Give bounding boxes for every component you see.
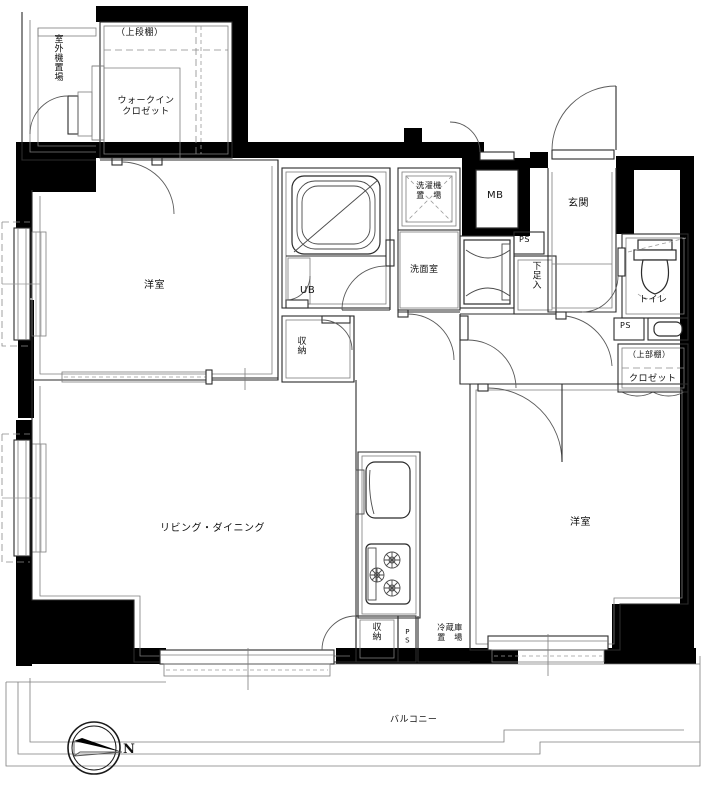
label-pipe-shaft-lower: PS	[620, 321, 631, 330]
label-refrigerator-space: 冷蔵庫置 場	[437, 623, 463, 642]
storage-kitchen	[321, 615, 417, 663]
hall-doors	[459, 313, 520, 389]
pipe-shaft-upper	[513, 231, 545, 255]
corridor	[277, 160, 391, 382]
label-balcony: バルコニー	[390, 715, 438, 725]
label-outdoor-unit: 室外機置場	[52, 34, 63, 82]
label-unit-bath: UB	[300, 285, 316, 296]
walk-in-closet	[91, 21, 233, 215]
label-walk-in-closet: ウォークインクロゼット	[117, 96, 175, 118]
stove-burners	[369, 551, 401, 597]
label-entrance: 玄関	[568, 198, 589, 209]
label-living-dining: リビング・ダイニング	[160, 523, 265, 534]
label-storage-kitchen: 収納	[370, 622, 381, 641]
label-washroom: 洗面室	[410, 265, 439, 275]
window-bedroom-right	[487, 634, 609, 676]
label-storage-upper: 収納	[295, 336, 306, 355]
label-closet-right: クロゼット	[629, 374, 677, 384]
compass-label-north: N	[123, 742, 136, 757]
meter-box	[449, 121, 519, 229]
window-living	[159, 648, 335, 690]
bedroom-left	[1, 159, 279, 563]
label-meter-box: MB	[487, 190, 504, 201]
label-pipe-shaft-upper: PS	[519, 235, 530, 244]
kitchen	[355, 451, 421, 619]
label-pipe-shaft-kitchen: PS	[403, 628, 412, 645]
label-upper-shelf-wic: （上段棚）	[116, 28, 164, 38]
washroom	[397, 230, 515, 361]
label-upper-shelf-closet: （上部棚）	[628, 350, 671, 359]
refrigerator-space	[417, 616, 470, 663]
label-laundry-space: 洗濯機置 場	[416, 181, 442, 200]
window-left-lower	[1, 433, 47, 563]
window-left-upper	[1, 221, 47, 347]
label-shoe-closet: 下足入	[530, 261, 541, 290]
label-toilet: トイレ	[639, 295, 668, 305]
label-bedroom-right: 洋室	[570, 517, 591, 528]
label-bedroom-left: 洋室	[144, 280, 165, 291]
pipe-shaft-lower	[613, 317, 689, 341]
compass-rose	[67, 721, 123, 775]
sliding-partition	[61, 368, 278, 390]
bedroom-right	[469, 383, 689, 676]
laundry-space	[397, 167, 461, 231]
living-dining	[31, 380, 357, 690]
